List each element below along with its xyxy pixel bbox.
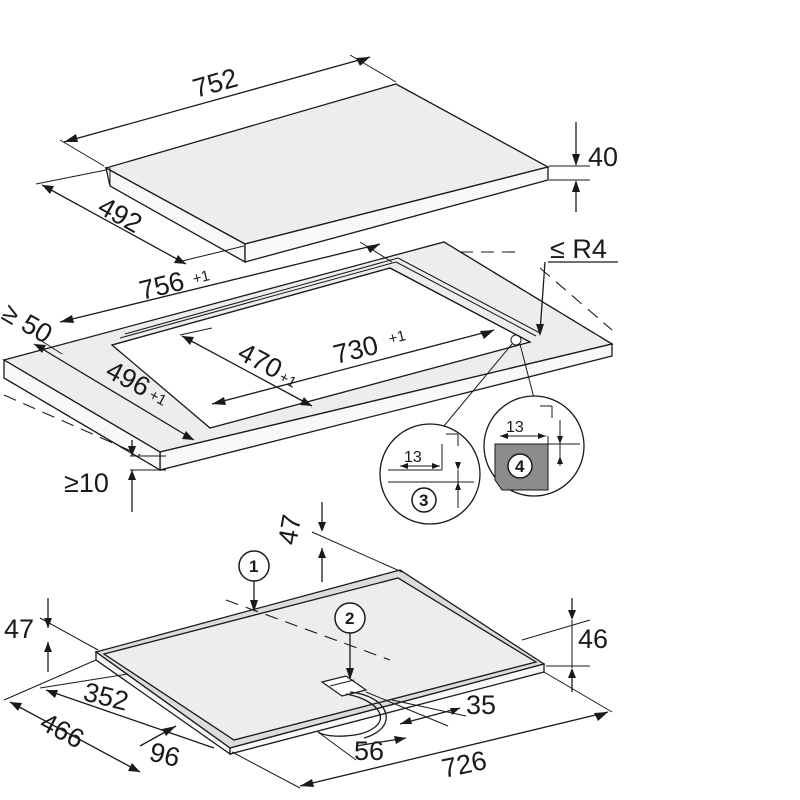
cutout-outer-depth-tol: +1 (146, 387, 169, 410)
front-clearance-dimension: ≥ 50 (0, 297, 63, 355)
detail-marker (510, 334, 522, 346)
dim-35-label: 35 (466, 690, 496, 720)
worktop-thickness-label: ≥10 (64, 468, 109, 498)
detail-3: 13 3 (379, 423, 481, 525)
worktop-thickness-dimension: ≥10 (64, 440, 166, 512)
hob-underside-view (94, 569, 546, 756)
dim-56-label: 56 (354, 736, 384, 766)
dim-96: 96 (139, 725, 183, 773)
corner-radius-label: ≤ R4 (550, 234, 607, 264)
dim-47-left-label: 47 (4, 614, 34, 644)
cutout-outer-width-tol: +1 (191, 267, 212, 288)
dim-47-top: 47 (272, 502, 403, 582)
hob-height-dimension: 40 (549, 122, 618, 212)
dim-56: 56 (317, 731, 407, 766)
dim-46: 46 (521, 598, 608, 692)
dim-47-top-label: 47 (272, 512, 307, 547)
dim-466-label: 466 (35, 707, 89, 755)
front-clearance-label: ≥ 50 (0, 297, 57, 349)
dim-352-label: 352 (81, 677, 132, 717)
corner-radius-dimension: ≤ R4 (536, 234, 618, 336)
hob-height-label: 40 (588, 142, 618, 172)
detail-4: 13 4 (483, 395, 585, 497)
dim-47-left: 47 (4, 598, 99, 672)
hob-width-label: 752 (189, 63, 241, 104)
dim-96-label: 96 (147, 737, 183, 773)
detail-4-number: 4 (515, 457, 525, 476)
callout-1-number: 1 (249, 557, 258, 576)
detail-4-dimension: 13 (506, 419, 524, 436)
dim-35: 35 (365, 690, 496, 727)
callout-2-number: 2 (345, 609, 354, 628)
detail-3-number: 3 (419, 491, 428, 510)
dim-46-label: 46 (578, 624, 608, 654)
hob-top-view (104, 83, 550, 264)
detail-3-dimension: 13 (404, 449, 422, 466)
worktop-cutout (2, 241, 614, 472)
cutout-inner-width-tol: +1 (387, 327, 408, 348)
callout-2: 2 (334, 602, 366, 680)
callout-1: 1 (238, 550, 270, 612)
cutout-outer-width-label: 756 (136, 266, 187, 306)
